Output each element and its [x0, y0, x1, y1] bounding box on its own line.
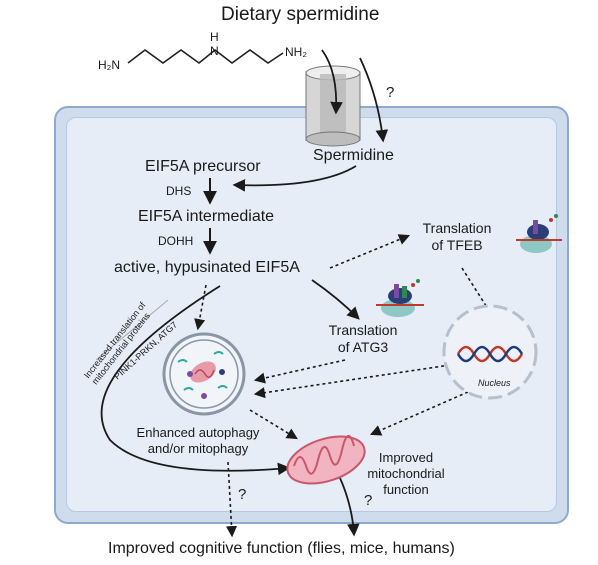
arrow-channel [321, 49, 343, 115]
arrow-unknown-uptake [359, 57, 389, 143]
autophagosome-icon [162, 332, 246, 416]
ribosome-tfeb-icon [516, 214, 562, 253]
question-mark-autophagy: ? [238, 486, 247, 503]
ribosome-atg3-icon [376, 279, 424, 317]
label-dhs: DHS [166, 184, 192, 198]
molecule-nh-h: H [210, 30, 219, 44]
arrow-eif5a-tfeb [329, 234, 411, 269]
arrow-spermidine-precursor [232, 165, 357, 192]
arrow-autophagy-mito [249, 409, 298, 440]
label-eif5a-intermediate: EIF5A intermediate [138, 208, 275, 225]
mitochondrion-icon [286, 435, 366, 485]
question-mark-mito: ? [364, 492, 373, 509]
label-spermidine: Spermidine [313, 147, 394, 164]
arrow-autophagy-cognition [225, 461, 238, 538]
molecule-nh-n: N [210, 44, 219, 58]
arrow-nucleus-mito [369, 391, 469, 436]
label-nucleus: Nucleus [478, 378, 511, 388]
question-mark-uptake: ? [386, 84, 395, 101]
molecule-amine-right: NH₂ [285, 45, 307, 59]
spermidine-molecule [127, 48, 284, 65]
arrow-tfeb-nucleus [461, 267, 497, 322]
title: Dietary spermidine [221, 4, 380, 25]
label-dohh: DOHH [158, 234, 194, 248]
arrow-eif5a-autophagy [194, 284, 207, 331]
label-outcome: Improved cognitive function (flies, mice… [108, 540, 455, 557]
molecule-amine-left: H₂N [98, 58, 120, 72]
arrow-eif5a-atg3 [311, 279, 360, 320]
arrow-atg3-autophagy [253, 359, 346, 384]
label-eif5a-precursor: EIF5A precursor [145, 158, 261, 175]
nucleus-icon [442, 304, 538, 400]
label-active-eif5a: active, hypusinated EIF5A [114, 259, 300, 276]
arrow-mito-cognition [339, 477, 360, 537]
arrow-eif5a-mito [100, 285, 291, 476]
arrow-nucleus-autophagy [253, 364, 451, 399]
